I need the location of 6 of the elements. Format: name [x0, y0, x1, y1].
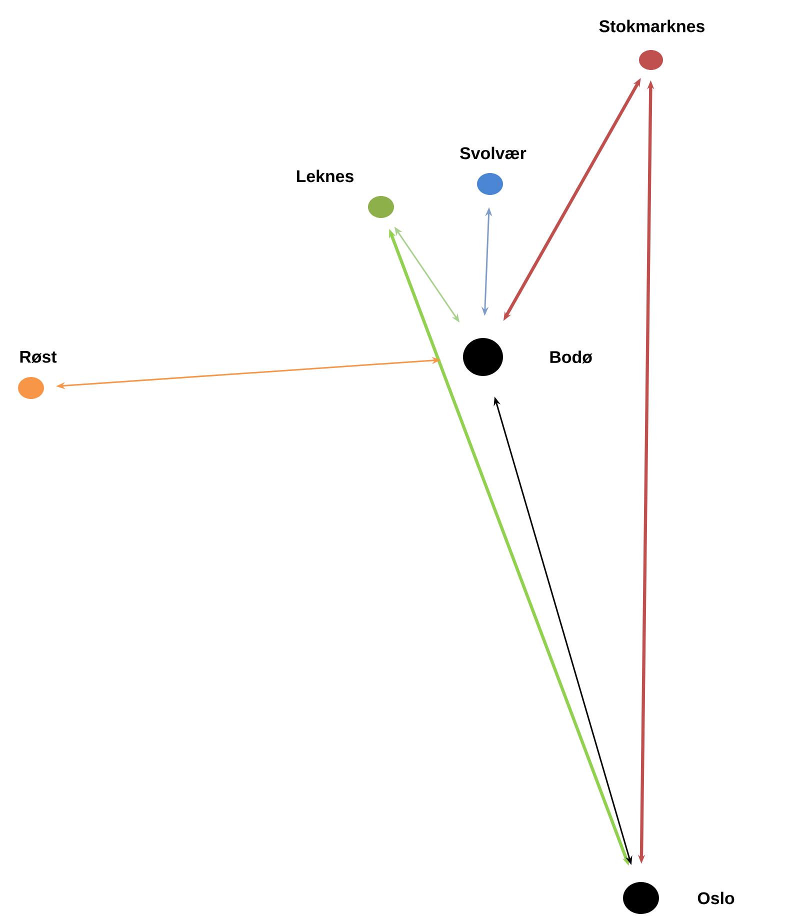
city-label: Svolvær: [460, 146, 526, 160]
city-label: Bodø: [550, 350, 592, 364]
city-label: Leknes: [296, 170, 354, 182]
city-label: Røst: [20, 350, 57, 364]
city-label: Stokmarknes: [599, 20, 704, 32]
city-label: Oslo: [698, 892, 734, 904]
